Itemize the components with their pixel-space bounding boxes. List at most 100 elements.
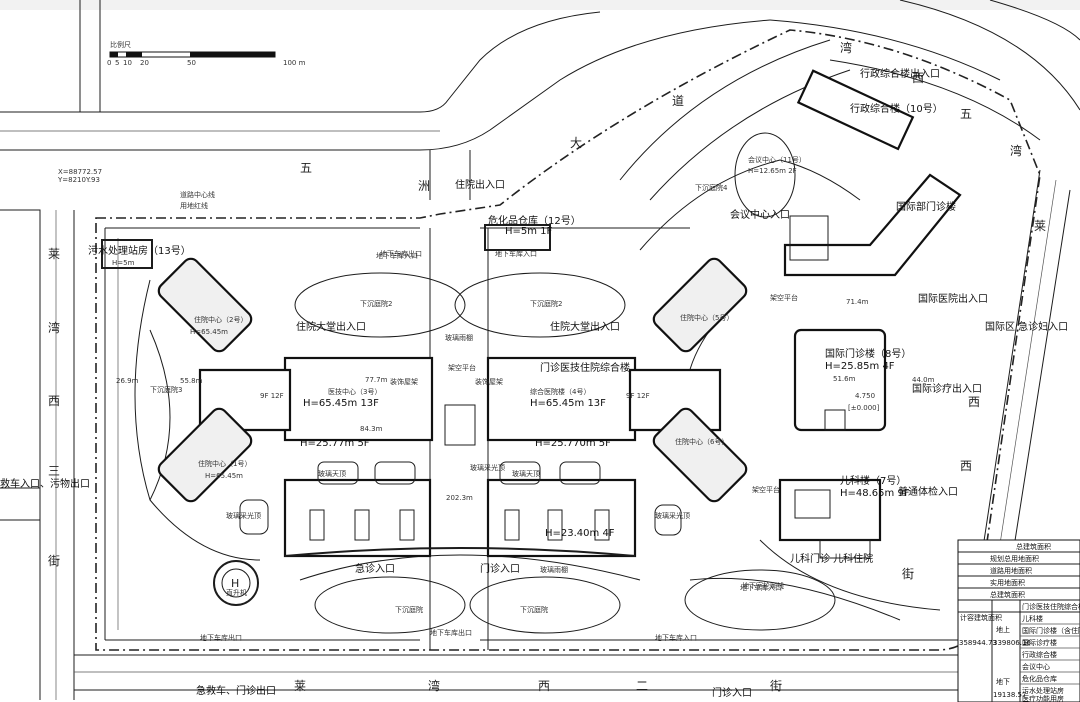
table-row: 门诊医技住院综合楼	[1022, 602, 1080, 611]
table-mid-label: 地下	[996, 677, 1010, 686]
label: 玻璃采光顶	[226, 511, 261, 520]
road-names: 大 道 湾 西 五 洲 五 湾 莱 西 西 街 莱 湾 西 三 街 莱 湾 西 …	[48, 40, 1046, 693]
label: 国际部门诊楼	[896, 200, 956, 213]
label: 下沉庭院2	[360, 299, 392, 308]
label: H=5m	[112, 259, 135, 267]
label: 84.3m	[360, 425, 383, 433]
label: 住院中心（6号）	[675, 437, 728, 446]
label: 国际医院出入口	[918, 292, 988, 305]
label: 下沉庭院4	[695, 183, 728, 192]
helipad: H	[213, 560, 259, 606]
table-mid-value: 339806.16	[993, 639, 1031, 647]
table-row: 规划总用地面积	[990, 554, 1039, 563]
label: 玻璃雨棚	[540, 565, 568, 574]
label: 架空平台	[770, 293, 798, 302]
scale-tick-5: 100 m	[283, 59, 306, 67]
label: 急诊入口	[355, 562, 395, 575]
label: 55.8m	[180, 377, 203, 385]
table-row: 国际诊疗楼	[1022, 638, 1057, 647]
label: H=65.45m 13F	[530, 398, 606, 409]
label: 危化品仓库（12号）	[488, 214, 581, 227]
table-row: 道路用地面积	[990, 566, 1032, 575]
label: 玻璃雨棚	[445, 333, 473, 342]
label: 地下车库入口	[740, 583, 782, 592]
road-char: 莱	[48, 247, 60, 261]
label: 直升机	[226, 588, 247, 597]
label: H=23.40m 4F	[545, 528, 615, 539]
road-char: 街	[48, 554, 60, 568]
label: 行政综合楼出入口	[860, 67, 940, 80]
label: 地下车库入口	[655, 633, 697, 642]
label: 会议中心入口	[730, 208, 790, 221]
ward-tower-6	[652, 407, 748, 503]
label: H=25.770m 5F	[535, 438, 611, 449]
label: 儿科楼（7号）	[840, 474, 906, 487]
label: 地下车库出口	[430, 628, 472, 637]
area-table: 总建筑面积 规划总用地面积 道路用地面积 实用地面积 总建筑面积 门诊医技住院综…	[957, 539, 1080, 702]
scale-tick-0: 0	[107, 59, 111, 67]
table-row: 医疗功能用房	[1022, 694, 1064, 702]
road-char: 大	[570, 136, 582, 150]
road-char: 湾	[840, 40, 852, 55]
label: 地下车库入口	[495, 249, 537, 258]
table-row: 实用地面积	[990, 578, 1025, 587]
ward-tower-2	[157, 257, 253, 353]
road-char: 道	[672, 94, 684, 108]
road-char: 湾	[48, 320, 60, 335]
label: 道路中心线	[180, 190, 215, 199]
table-title: 总建筑面积	[1016, 542, 1051, 551]
label: 玻璃采光顶	[470, 463, 505, 472]
sewage-station	[101, 239, 153, 269]
road-char: 西	[48, 394, 60, 408]
road-char: 湾	[1010, 143, 1022, 158]
label: 医技中心（3号）	[328, 387, 381, 396]
label: 下沉庭院2	[530, 299, 562, 308]
scale-bar: 比例尺 0 5 10 20 50 100 m	[107, 40, 306, 67]
ward-tower-5	[652, 257, 748, 353]
label: 住院中心（2号）	[194, 315, 247, 324]
road-char: 莱	[1034, 219, 1046, 233]
label: 51.6m	[833, 375, 856, 383]
label: 国际门诊楼（8号）	[825, 347, 911, 360]
label: 9F 12F	[626, 392, 650, 400]
road-char: 湾	[428, 678, 440, 693]
table-row: 会议中心	[1022, 662, 1050, 671]
label: 地下室轮廓线	[742, 581, 784, 590]
label: 国际区 急诊妇入口	[985, 320, 1068, 333]
road-char: 五	[300, 161, 312, 175]
table-left-label: 计容建筑面积	[960, 613, 1002, 622]
admin-building	[796, 69, 915, 151]
label: 架空平台	[752, 485, 780, 494]
label: 住院大堂出入口	[550, 320, 620, 333]
road-char: 五	[960, 107, 972, 121]
hazmat-warehouse	[484, 224, 551, 251]
road-char: 莱	[294, 679, 306, 693]
table-row: 儿科楼	[1022, 614, 1043, 623]
label: 行政综合楼（10号）	[850, 102, 943, 115]
label: 普通体检入口	[898, 485, 958, 498]
road-char: 街	[902, 567, 914, 581]
internal-roads	[104, 159, 960, 650]
table-row: 污水处理站房	[1022, 686, 1064, 695]
road-char: 西	[968, 395, 980, 409]
scale-tick-3: 20	[140, 59, 149, 67]
intl-department-building	[783, 173, 962, 277]
label: 9F 12F	[260, 392, 284, 400]
label: 会议中心（11号）	[748, 155, 806, 164]
road-char: 洲	[418, 179, 430, 193]
label: 装饰屋架	[390, 377, 418, 386]
label: 急救车、门诊出口	[196, 684, 276, 697]
label: 地下车库出口	[200, 633, 242, 642]
table-row: 国际门诊楼（含住院）	[1022, 626, 1080, 635]
svg-text:H: H	[231, 577, 239, 590]
table-row: 危化品仓库	[1022, 674, 1057, 683]
label: 下沉庭院	[395, 605, 423, 614]
label: 44.0m	[912, 376, 935, 384]
label: 地下车库入口	[376, 251, 418, 260]
label: H=25.77m 5F	[300, 438, 370, 449]
scale-tick-4: 50	[187, 59, 196, 67]
label: 污水处理站房（13号）	[88, 244, 191, 257]
label: H=65.45m	[205, 472, 243, 480]
label: 门诊入口	[712, 686, 752, 699]
